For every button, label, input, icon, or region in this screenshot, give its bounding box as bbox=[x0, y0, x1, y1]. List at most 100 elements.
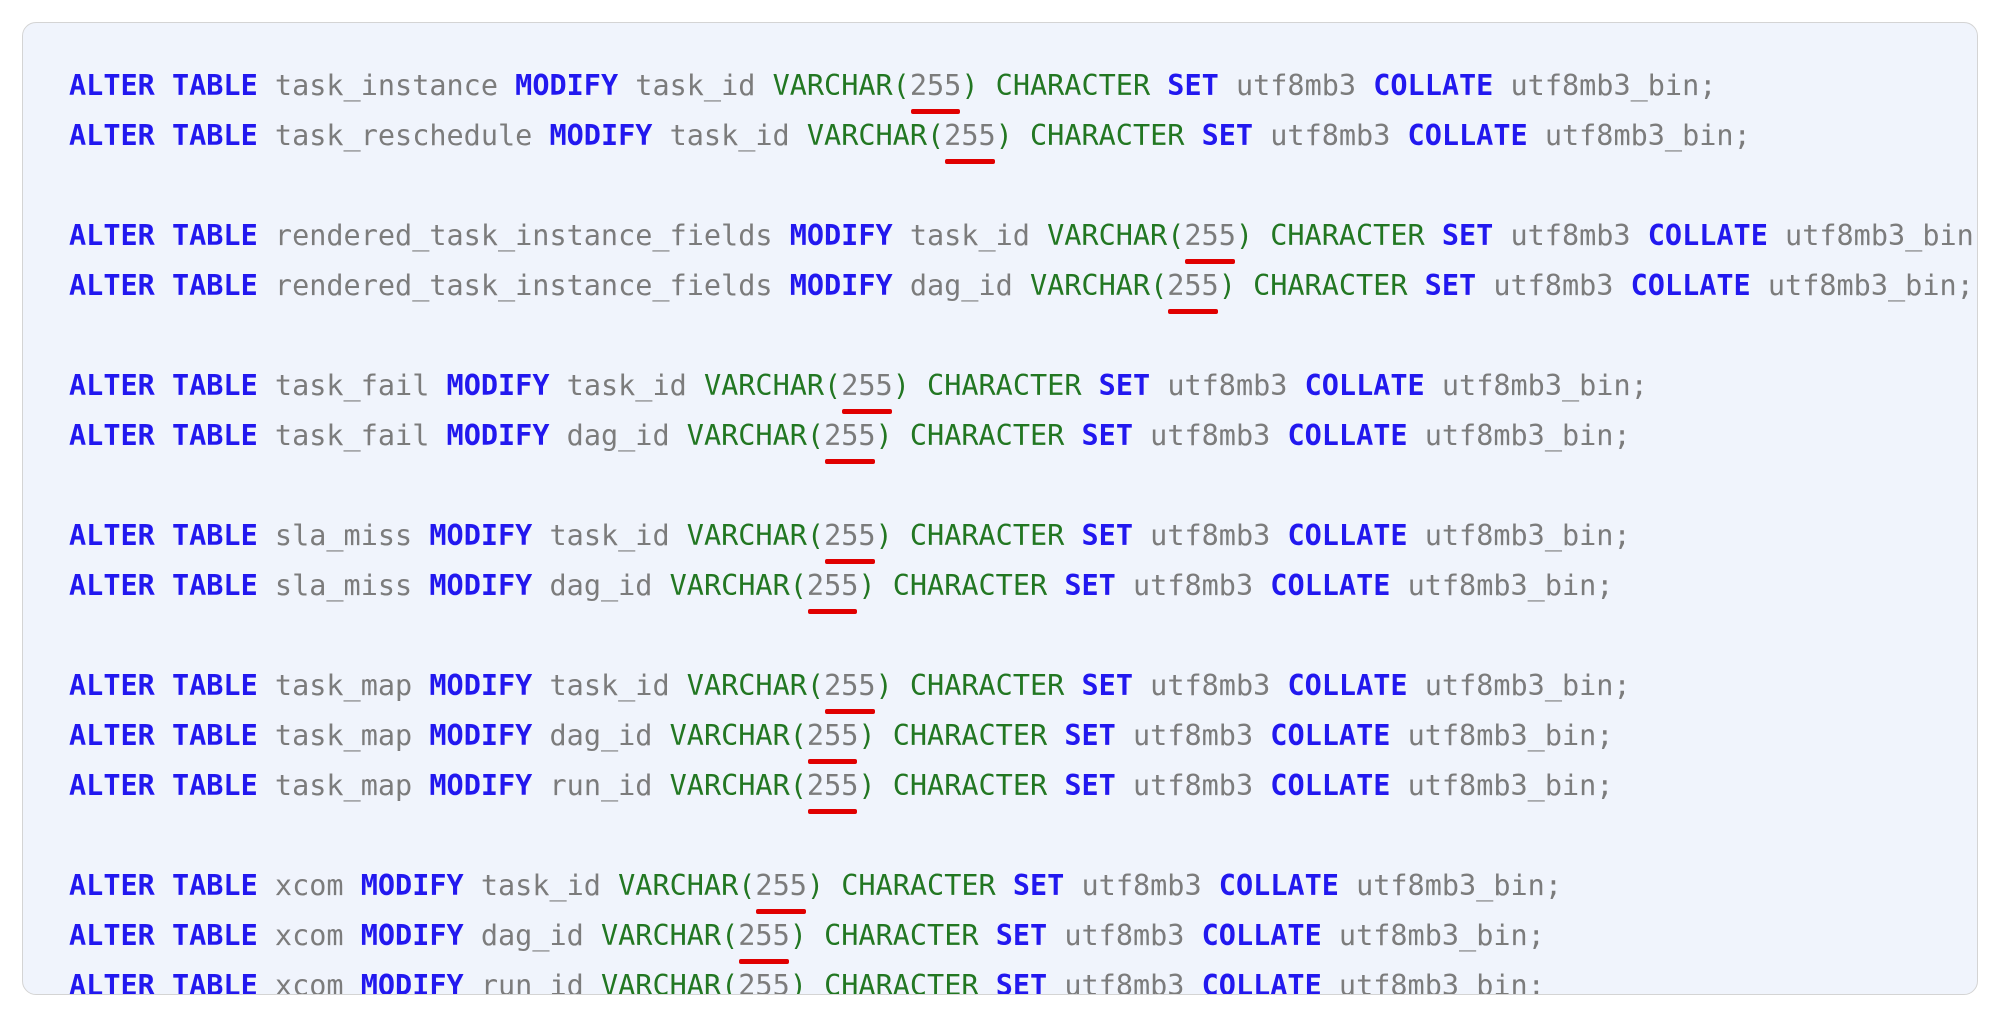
sql-type-token: VARCHAR bbox=[772, 69, 893, 102]
sql-keyword-token: SET bbox=[1441, 219, 1494, 252]
whitespace bbox=[1253, 769, 1270, 802]
sql-identifier-token: dag_id bbox=[566, 419, 670, 452]
sql-identifier-token: utf8mb3_bin; bbox=[1407, 569, 1614, 602]
sql-punctuation-token: ( bbox=[927, 119, 945, 152]
code-line: ALTER TABLE task_fail MODIFY task_id VAR… bbox=[69, 361, 1977, 414]
sql-type-token: VARCHAR bbox=[686, 419, 807, 452]
sql-punctuation-token: ( bbox=[892, 69, 910, 102]
whitespace bbox=[910, 369, 927, 402]
sql-identifier-token: xcom bbox=[274, 869, 344, 902]
whitespace bbox=[1013, 119, 1030, 152]
sql-keyword-token: ALTER TABLE bbox=[69, 869, 258, 902]
whitespace bbox=[1047, 719, 1064, 752]
sql-identifier-token: utf8mb3 bbox=[1150, 519, 1271, 552]
whitespace bbox=[549, 369, 566, 402]
sql-punctuation-token: ( bbox=[789, 569, 807, 602]
sql-punctuation-token: ( bbox=[738, 869, 756, 902]
sql-number-token-flagged: 255 bbox=[910, 61, 961, 114]
whitespace bbox=[979, 969, 996, 994]
sql-identifier-token: utf8mb3 bbox=[1493, 269, 1614, 302]
whitespace bbox=[258, 769, 275, 802]
sql-identifier-token: utf8mb3 bbox=[1081, 869, 1202, 902]
sql-keyword-token: SET bbox=[995, 919, 1048, 952]
sql-keyword-token: MODIFY bbox=[429, 669, 533, 702]
sql-identifier-token: utf8mb3_bin; bbox=[1424, 519, 1631, 552]
whitespace bbox=[258, 119, 275, 152]
whitespace bbox=[1408, 419, 1425, 452]
sql-keyword-token: SET bbox=[1167, 69, 1219, 102]
sql-keyword-token: SET bbox=[1081, 519, 1133, 552]
whitespace bbox=[1270, 419, 1287, 452]
whitespace bbox=[584, 919, 601, 952]
whitespace bbox=[1476, 269, 1493, 302]
whitespace bbox=[498, 69, 515, 102]
code-line: ALTER TABLE task_map MODIFY task_id VARC… bbox=[69, 661, 1977, 714]
sql-punctuation-token: ) bbox=[961, 69, 979, 102]
whitespace bbox=[1047, 919, 1064, 952]
sql-keyword-token: SET bbox=[1081, 419, 1133, 452]
whitespace bbox=[1047, 969, 1064, 994]
sql-identifier-token: dag_id bbox=[480, 919, 584, 952]
sql-punctuation-token: ( bbox=[806, 669, 825, 702]
sql-number-token-flagged: 255 bbox=[824, 411, 876, 464]
sql-punctuation-token: ) bbox=[858, 769, 876, 802]
whitespace bbox=[876, 719, 893, 752]
whitespace bbox=[532, 119, 549, 152]
whitespace bbox=[1270, 669, 1287, 702]
whitespace bbox=[1133, 419, 1150, 452]
sql-identifier-token: task_map bbox=[274, 669, 413, 702]
whitespace bbox=[412, 669, 429, 702]
whitespace bbox=[1064, 669, 1081, 702]
whitespace bbox=[652, 719, 669, 752]
sql-identifier-token: dag_id bbox=[909, 269, 1013, 302]
whitespace bbox=[1116, 569, 1133, 602]
whitespace bbox=[1253, 219, 1270, 252]
sql-type-token: VARCHAR bbox=[669, 769, 790, 802]
code-block-content[interactable]: ALTER TABLE task_instance MODIFY task_id… bbox=[23, 23, 1977, 995]
sql-number-token-flagged: 255 bbox=[738, 961, 789, 994]
whitespace bbox=[464, 919, 481, 952]
whitespace bbox=[549, 419, 566, 452]
sql-identifier-token: task_map bbox=[274, 769, 413, 802]
sql-keyword-token: ALTER TABLE bbox=[69, 119, 258, 152]
code-line: ALTER TABLE task_map MODIFY dag_id VARCH… bbox=[69, 711, 1977, 764]
whitespace bbox=[258, 69, 275, 102]
sql-punctuation-token: ) bbox=[1218, 269, 1236, 302]
sql-keyword-token: ALTER TABLE bbox=[69, 969, 258, 995]
sql-keyword-token: COLLATE bbox=[1201, 919, 1322, 952]
whitespace bbox=[258, 669, 275, 702]
sql-identifier-token: xcom bbox=[274, 919, 344, 952]
sql-keyword-token: COLLATE bbox=[1287, 519, 1408, 552]
sql-punctuation-token: ( bbox=[1150, 269, 1168, 302]
sql-number-token-flagged: 255 bbox=[824, 511, 876, 564]
whitespace bbox=[996, 869, 1013, 902]
whitespace bbox=[1356, 69, 1373, 102]
sql-number-token-flagged: 255 bbox=[1167, 261, 1219, 314]
sql-identifier-token: utf8mb3_bin; bbox=[1407, 769, 1614, 802]
sql-identifier-token: rendered_task_instance_fields bbox=[274, 219, 773, 252]
whitespace bbox=[1493, 69, 1510, 102]
whitespace bbox=[1219, 69, 1236, 102]
sql-keyword-token: MODIFY bbox=[515, 69, 619, 102]
sql-punctuation-token: ) bbox=[789, 969, 807, 995]
sql-type-token: CHARACTER bbox=[995, 69, 1151, 102]
whitespace bbox=[258, 569, 275, 602]
sql-type-token: VARCHAR bbox=[669, 719, 790, 752]
sql-keyword-token: SET bbox=[1064, 569, 1116, 602]
sql-identifier-token: xcom bbox=[274, 969, 344, 995]
sql-keyword-token: MODIFY bbox=[429, 769, 533, 802]
whitespace bbox=[670, 669, 687, 702]
sql-type-token: VARCHAR bbox=[618, 869, 739, 902]
sql-identifier-token: utf8mb3_bin; bbox=[1407, 719, 1614, 752]
whitespace bbox=[790, 119, 807, 152]
whitespace bbox=[1390, 769, 1407, 802]
whitespace bbox=[412, 719, 429, 752]
whitespace bbox=[601, 869, 618, 902]
sql-type-token: CHARACTER bbox=[909, 519, 1065, 552]
whitespace bbox=[1150, 369, 1167, 402]
code-line: ALTER TABLE xcom MODIFY dag_id VARCHAR(2… bbox=[69, 911, 1977, 964]
sql-keyword-token: SET bbox=[1012, 869, 1065, 902]
sql-identifier-token: utf8mb3 bbox=[1133, 769, 1254, 802]
sql-keyword-token: COLLATE bbox=[1270, 769, 1391, 802]
sql-identifier-token: dag_id bbox=[549, 719, 653, 752]
